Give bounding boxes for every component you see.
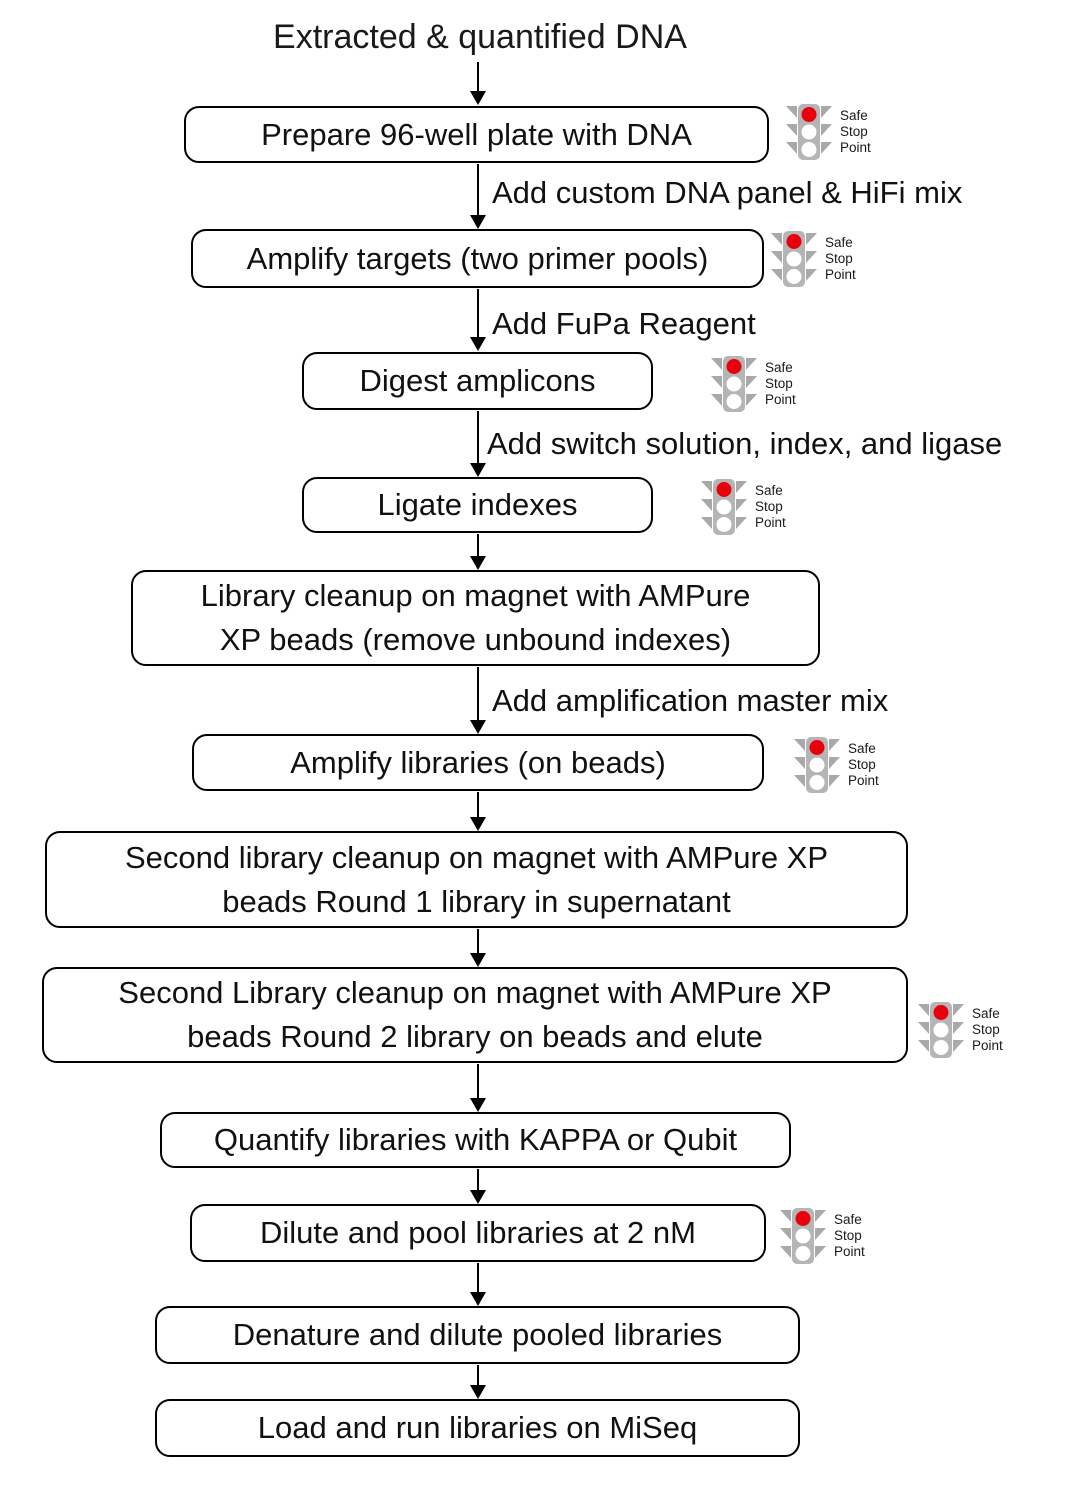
node-ligate-indexes: Ligate indexes [302,477,653,533]
safe-stop-point-label: Safe Stop Point [765,360,796,407]
edge-label-add-switch-index: Add switch solution, index, and ligase [487,426,1003,461]
node-amplify-targets: Amplify targets (two primer pools) [191,229,764,288]
node-label-line: Library cleanup on magnet with AMPure [200,578,751,613]
node-label-line: Dilute and pool libraries at 2 nM [260,1215,696,1250]
safe-stop-point-marker: Safe Stop Point [785,103,871,161]
node-prepare-plate: Prepare 96-well plate with DNA [184,106,769,163]
safe-stop-point-label: Safe Stop Point [840,108,871,155]
edge-label-add-master-mix: Add amplification master mix [492,683,889,718]
start-label: Extracted & quantified DNA [273,18,687,56]
flow-arrow-11 [477,1263,479,1293]
flow-arrow-10 [477,1169,479,1191]
safe-stop-point-marker: Safe Stop Point [700,478,786,536]
node-label-line: Prepare 96-well plate with DNA [261,116,692,152]
node-label-line: Amplify targets (two primer pools) [246,240,709,276]
node-denature-dilute: Denature and dilute pooled libraries [155,1306,800,1364]
node-quantify-libraries: Quantify libraries with KAPPA or Qubit [160,1112,791,1168]
safe-stop-point-marker: Safe Stop Point [710,355,796,413]
node-label-line: Denature and dilute pooled libraries [232,1317,723,1352]
node-label-line: Second Library cleanup on magnet with AM… [118,975,832,1010]
traffic-light-icon [793,736,841,794]
node-label-line: Amplify libraries (on beads) [290,744,666,780]
node-label-line: beads Round 2 library on beads and elute [187,1019,763,1054]
traffic-light-icon [700,478,748,536]
flow-arrow-6 [477,667,479,721]
node-digest-amplicons: Digest amplicons [302,352,653,410]
safe-stop-point-marker: Safe Stop Point [779,1207,865,1265]
flow-arrow-3 [477,289,479,338]
node-label-line: beads Round 1 library in supernatant [222,883,731,919]
node-second-cleanup-round2: Second Library cleanup on magnet with AM… [42,967,908,1063]
safe-stop-point-label: Safe Stop Point [825,235,856,282]
node-label-line: Quantify libraries with KAPPA or Qubit [213,1122,738,1157]
node-label-line: Digest amplicons [359,363,596,398]
node-second-cleanup-round1: Second library cleanup on magnet with AM… [45,831,908,928]
node-label-line: Load and run libraries on MiSeq [257,1410,698,1445]
traffic-light-icon [785,103,833,161]
node-label-line: Second library cleanup on magnet with AM… [124,839,829,875]
node-load-run-miseq: Load and run libraries on MiSeq [155,1399,800,1457]
traffic-light-icon [710,355,758,413]
flow-arrow-1 [477,62,479,92]
safe-stop-point-label: Safe Stop Point [972,1006,1003,1053]
node-dilute-pool: Dilute and pool libraries at 2 nM [190,1204,766,1262]
flow-arrow-7 [477,792,479,818]
safe-stop-point-label: Safe Stop Point [834,1212,865,1259]
flow-arrow-5 [477,534,479,557]
node-label-line: XP beads (remove unbound indexes) [219,622,732,657]
edge-label-add-panel-hifi: Add custom DNA panel & HiFi mix [492,175,963,210]
traffic-light-icon [917,1001,965,1059]
edge-label-add-fupa: Add FuPa Reagent [492,306,756,341]
node-label-line: Ligate indexes [377,487,578,522]
node-library-cleanup: Library cleanup on magnet with AMPure XP… [131,570,820,666]
flow-arrow-12 [477,1365,479,1386]
safe-stop-point-label: Safe Stop Point [755,483,786,530]
traffic-light-icon [779,1207,827,1265]
node-amplify-libraries: Amplify libraries (on beads) [192,734,764,791]
flow-arrow-2 [477,164,479,216]
safe-stop-point-marker: Safe Stop Point [917,1001,1003,1059]
safe-stop-point-marker: Safe Stop Point [770,230,856,288]
flow-arrow-8 [477,929,479,954]
safe-stop-point-marker: Safe Stop Point [793,736,879,794]
traffic-light-icon [770,230,818,288]
safe-stop-point-label: Safe Stop Point [848,741,879,788]
flow-arrow-4 [477,411,479,464]
flow-arrow-9 [477,1064,479,1099]
